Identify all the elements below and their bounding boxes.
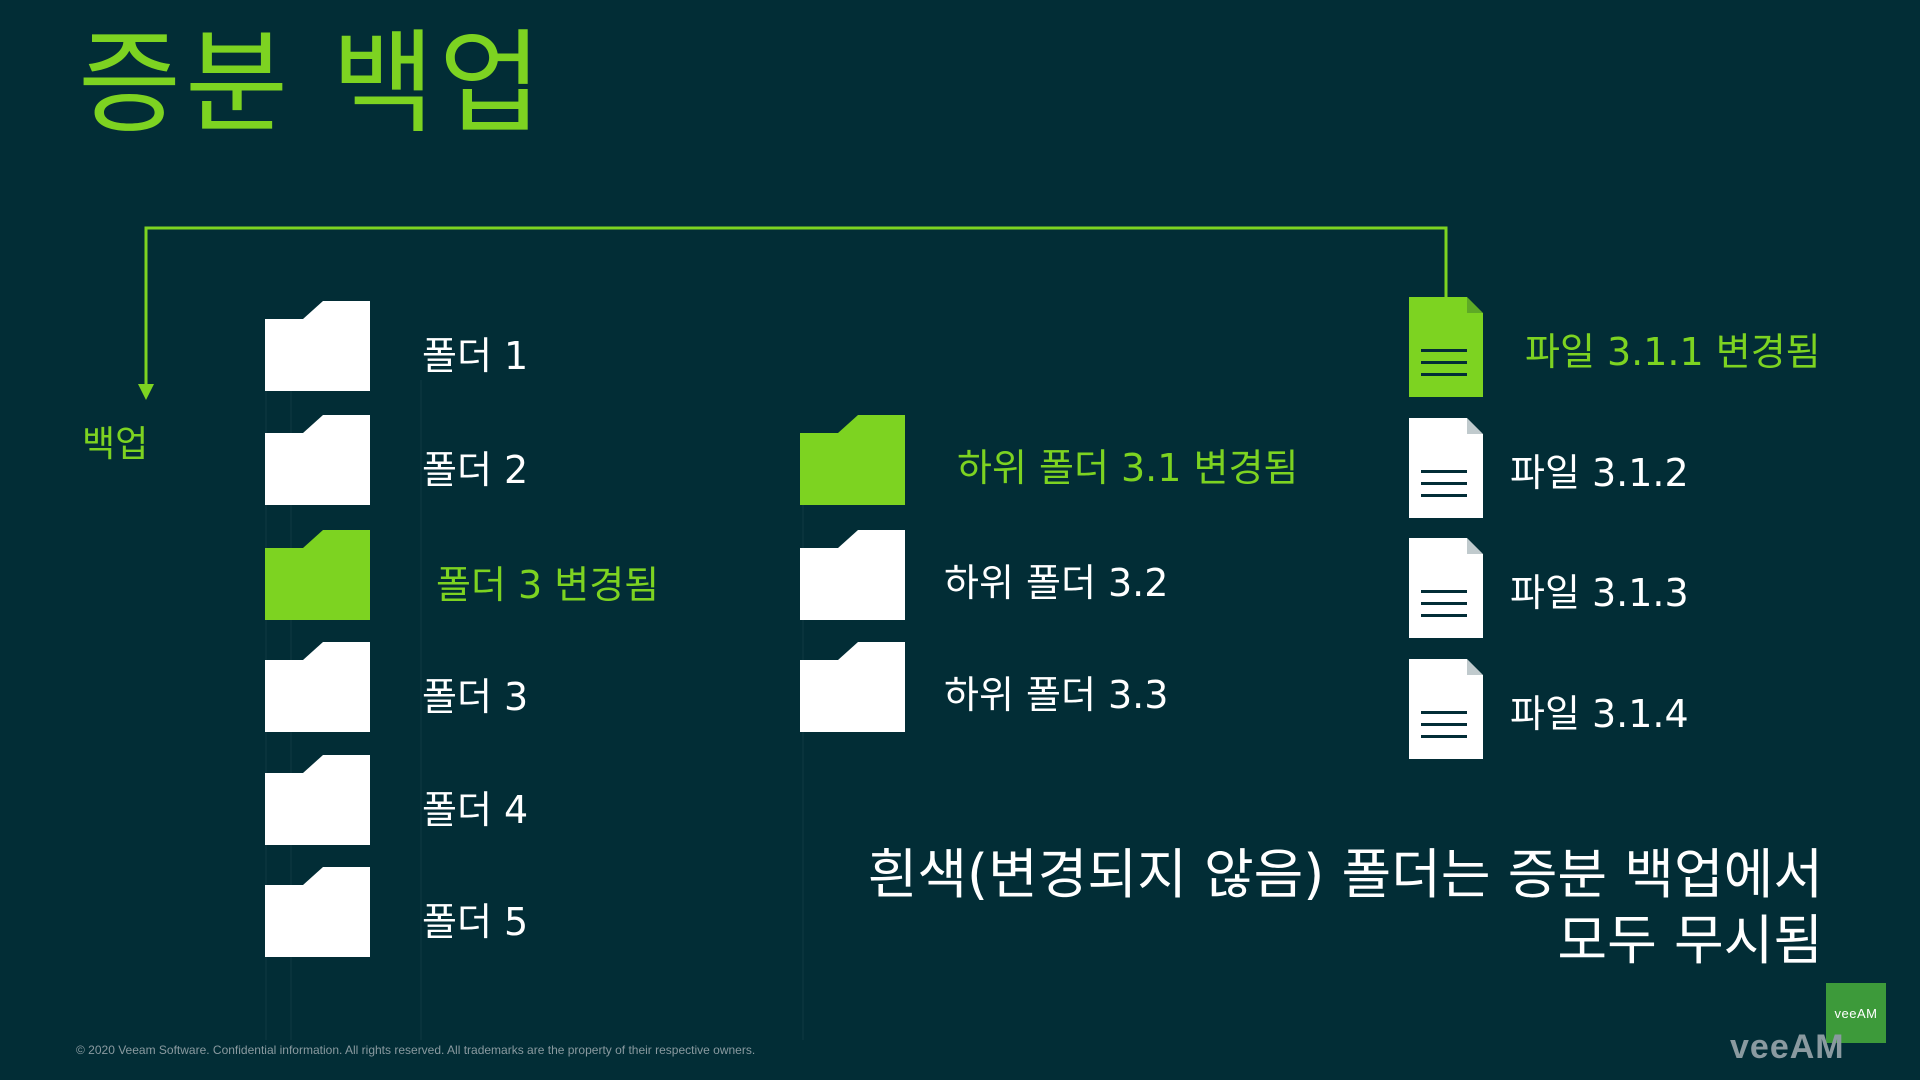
file-label-1: 파일 3.1.1 변경됨 bbox=[1525, 330, 1821, 374]
folder-label-6: 폴더 5 bbox=[422, 900, 529, 944]
veeam-logo-wordmark: veeAM bbox=[1730, 1028, 1845, 1066]
file-icon bbox=[1409, 538, 1483, 638]
veeam-logo-badge: veeAM bbox=[1826, 983, 1886, 1043]
folder-icon bbox=[265, 530, 370, 620]
file-icon bbox=[1409, 659, 1483, 759]
folder-label-5: 폴더 4 bbox=[422, 788, 529, 832]
slide-title: 증분 백업 bbox=[78, 19, 546, 149]
copyright-text: © 2020 Veeam Software. Confidential info… bbox=[76, 1043, 756, 1057]
note-line-1: 흰색(변경되지 않음) 폴더는 증분 백업에서 bbox=[867, 843, 1823, 906]
folder-icon bbox=[800, 642, 905, 732]
folder-icon bbox=[265, 301, 370, 391]
folder-icon bbox=[265, 415, 370, 505]
folder-label-4: 폴더 3 bbox=[422, 675, 529, 719]
file-label-2: 파일 3.1.2 bbox=[1510, 451, 1689, 495]
folder-label-2: 폴더 2 bbox=[422, 448, 529, 492]
file-label-4: 파일 3.1.4 bbox=[1510, 692, 1689, 736]
folder-label-1: 폴더 1 bbox=[422, 334, 529, 378]
file-label-3: 파일 3.1.3 bbox=[1510, 571, 1689, 615]
file-icon bbox=[1409, 418, 1483, 518]
subfolder-label-2: 하위 폴더 3.2 bbox=[944, 561, 1169, 605]
note-line-2: 모두 무시됨 bbox=[1557, 909, 1823, 972]
subfolder-label-1: 하위 폴더 3.1 변경됨 bbox=[957, 446, 1299, 490]
note-text: 흰색(변경되지 않음) 폴더는 증분 백업에서 모두 무시됨 bbox=[868, 842, 1823, 974]
folder-icon bbox=[265, 642, 370, 732]
file-icon bbox=[1409, 297, 1483, 397]
folder-icon bbox=[800, 530, 905, 620]
folder-label-3: 폴더 3 변경됨 bbox=[436, 563, 660, 607]
folder-icon bbox=[265, 867, 370, 957]
backup-label: 백업 bbox=[82, 424, 149, 465]
folder-icon bbox=[265, 755, 370, 845]
folder-icon bbox=[800, 415, 905, 505]
subfolder-label-3: 하위 폴더 3.3 bbox=[944, 673, 1169, 717]
